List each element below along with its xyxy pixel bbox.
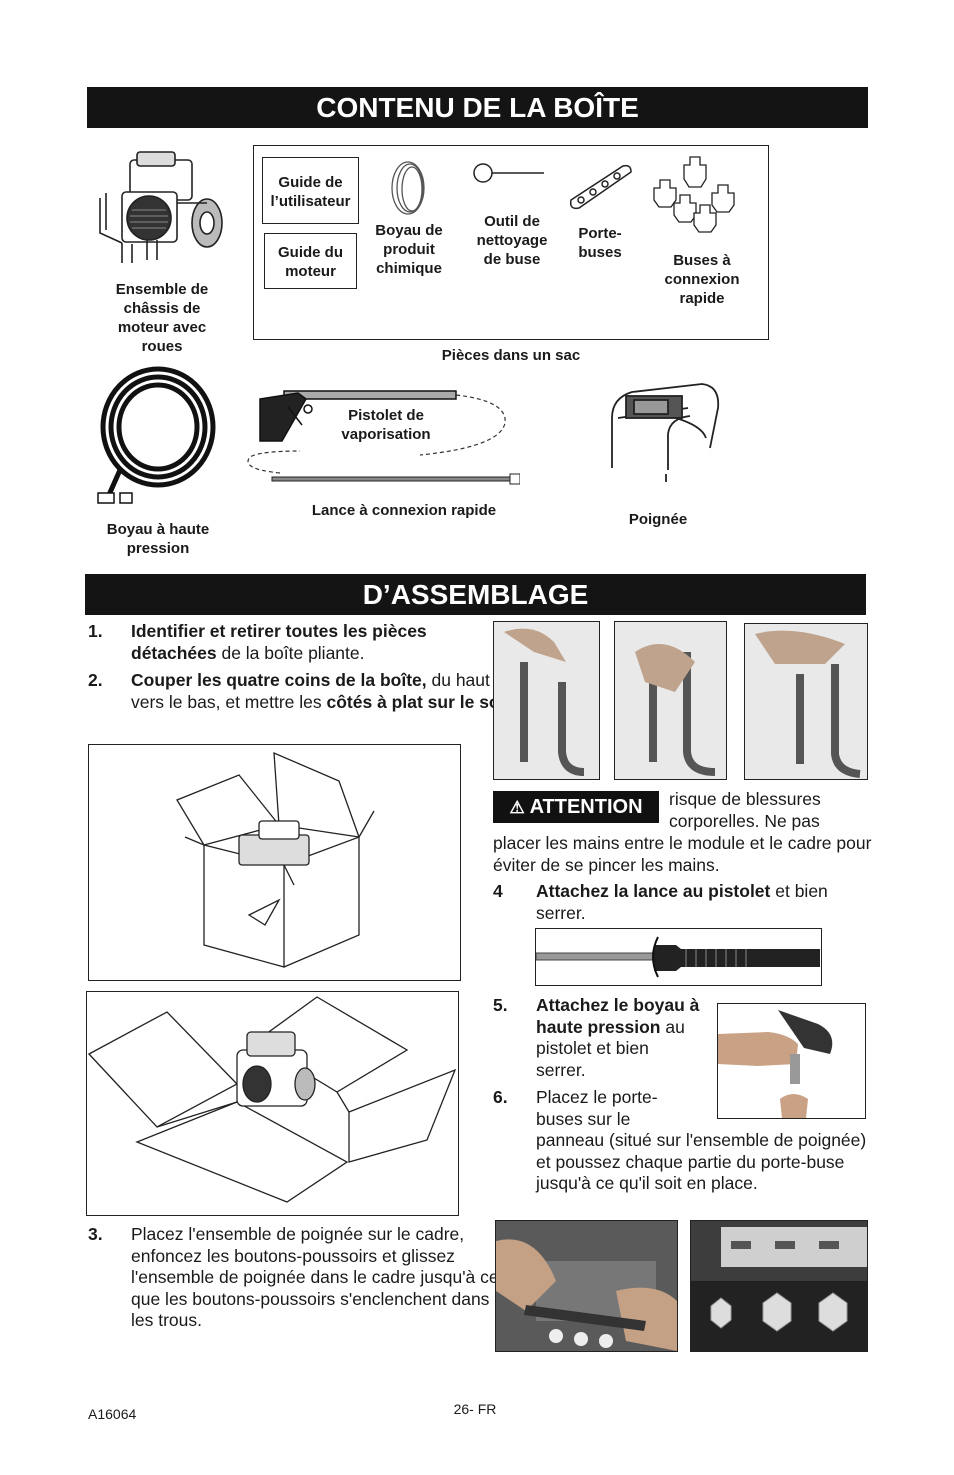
lance-connection-figure xyxy=(535,928,822,986)
handle-photo-1 xyxy=(493,621,600,780)
step-6-number: 6. xyxy=(493,1087,508,1107)
nozzle-tool-caption: Outil de nettoyage de buse xyxy=(476,213,548,268)
nozzle-holder-caption: Porte-buses xyxy=(578,225,622,261)
engine-guide-box: Guide du moteur xyxy=(264,233,357,289)
attention-line-2: corporelles. Ne pas xyxy=(669,811,820,831)
chemical-hose-illustration xyxy=(380,158,440,218)
hose-connection-photo xyxy=(717,1003,866,1119)
attention-badge: ⚠ ATTENTION xyxy=(493,791,659,823)
step-5-bold: Attachez le boyau à haute pression xyxy=(536,995,700,1037)
handle-photo-3 xyxy=(744,623,868,780)
step-1-bold: Identifier et retirer toutes les pièces … xyxy=(131,621,427,663)
nozzle-holder-photo-2 xyxy=(690,1220,868,1352)
step-3: 3. Placez l'ensemble de poignée sur le c… xyxy=(88,1224,511,1332)
step-5-text: au pistolet et bien serrer. xyxy=(536,1016,685,1080)
lance-caption: Lance à connexion rapide xyxy=(311,502,497,519)
chemical-hose-caption: Boyau de produit chimique xyxy=(375,222,443,277)
document-code: A16064 xyxy=(88,1406,137,1422)
step-4-bold: Attachez la lance au pistolet xyxy=(536,881,771,901)
assembly-banner: D’ASSEMBLAGE xyxy=(85,574,866,615)
step-5-number: 5. xyxy=(493,995,508,1015)
spray-gun-caption: Pistolet de vaporisation xyxy=(341,407,431,443)
step-2-bold-1: Couper les quatre coins de la boîte, xyxy=(131,670,427,690)
parts-bag-box xyxy=(253,145,769,340)
engine-frame-caption: Ensemble de châssis de moteur avec roues xyxy=(115,281,209,355)
step-2: 2. Couper les quatre coins de la boîte, … xyxy=(88,670,511,713)
attention-text: placer les mains entre le module et le c… xyxy=(493,833,872,875)
step-6-continued: panneau (situé sur l'ensemble de poignée… xyxy=(536,1130,867,1193)
flat-box-figure xyxy=(86,991,459,1216)
step-6-lead: Placez le porte-buses sur le xyxy=(536,1087,658,1129)
engine-frame-illustration xyxy=(92,148,227,268)
step-1: 1. Identifier et retirer toutes les pièc… xyxy=(88,621,511,664)
parts-bag-caption: Pièces dans un sac xyxy=(441,347,581,364)
user-guide-label: Guide de l’utilisateur xyxy=(270,174,351,210)
nozzle-tool-illustration xyxy=(470,158,550,188)
step-1-number: 1. xyxy=(88,621,103,641)
step-2-number: 2. xyxy=(88,670,103,690)
step-2-text: du haut vers le bas, et mettre les xyxy=(131,670,490,712)
engine-guide-label: Guide du moteur xyxy=(278,244,343,280)
nozzle-holder-illustration xyxy=(565,160,635,215)
quick-nozzles-illustration xyxy=(650,155,740,235)
spray-gun-illustration xyxy=(240,385,520,495)
contents-banner: CONTENU DE LA BOÎTE xyxy=(87,87,868,128)
step-4-text: et bien serrer. xyxy=(536,881,828,923)
step-4-number: 4 xyxy=(493,881,503,901)
step-3-text: Placez l'ensemble de poignée sur le cadr… xyxy=(131,1224,499,1330)
attention-label: ATTENTION xyxy=(529,796,643,818)
handle-illustration xyxy=(598,378,728,488)
attention-line-1: risque de blessures xyxy=(669,789,821,809)
step-3-number: 3. xyxy=(88,1224,103,1244)
step-5: 5. Attachez le boyau à haute pression au… xyxy=(493,995,703,1081)
step-2-bold-2: côtés à plat sur le sol. xyxy=(326,691,510,712)
page-number: 26- FR xyxy=(453,1401,497,1417)
step-1-text: de la boîte pliante. xyxy=(216,642,365,663)
warning-icon: ⚠ xyxy=(509,798,525,817)
hp-hose-caption: Boyau à haute pression xyxy=(106,521,210,557)
quick-nozzles-caption: Buses à connexion rapide xyxy=(664,252,740,307)
step-4: 4 Attachez la lance au pistolet et bien … xyxy=(493,881,873,924)
user-guide-box: Guide de l’utilisateur xyxy=(262,157,359,224)
hp-hose-illustration xyxy=(90,365,220,515)
handle-caption: Poignée xyxy=(628,511,688,528)
open-box-figure xyxy=(88,744,461,981)
nozzle-holder-photo-1 xyxy=(495,1220,678,1352)
handle-photo-2 xyxy=(614,621,727,780)
step-6: 6. Placez le porte-buses sur le xyxy=(493,1087,693,1130)
